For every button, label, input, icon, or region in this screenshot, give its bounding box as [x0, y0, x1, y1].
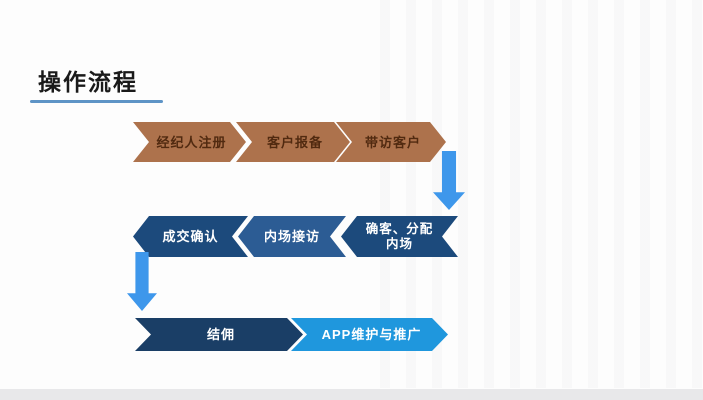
- step-client-visit: 带访客户: [336, 122, 446, 162]
- step-client-report: 客户报备: [236, 122, 350, 162]
- bottom-edge-strip: [0, 389, 703, 400]
- step-label-line2: 内场: [385, 236, 413, 251]
- step-label: 确客、分配 内场: [366, 222, 434, 252]
- step-label: APP维护与推广: [321, 327, 422, 342]
- step-onsite-reception: 内场接访: [238, 216, 346, 257]
- step-label-line1: 确客、分配: [365, 221, 434, 236]
- slide-title: 操作流程: [38, 69, 138, 95]
- step-commission-settle: 结佣: [135, 318, 303, 351]
- step-deal-confirm: 成交确认: [133, 216, 248, 257]
- step-agent-register: 经纪人注册: [133, 122, 246, 162]
- step-label: 结佣: [206, 327, 235, 342]
- title-underline: [30, 100, 163, 103]
- step-app-maintain-promote: APP维护与推广: [291, 318, 448, 351]
- step-label: 内场接访: [263, 229, 320, 244]
- step-label: 经纪人注册: [156, 134, 227, 150]
- down-arrow-icon: [433, 151, 465, 210]
- step-label: 带访客户: [364, 134, 421, 150]
- step-label: 成交确认: [162, 229, 219, 244]
- step-confirm-assign-onsite: 确客、分配 内场: [341, 216, 458, 257]
- step-label: 客户报备: [266, 134, 323, 150]
- down-arrow-icon: [127, 252, 157, 311]
